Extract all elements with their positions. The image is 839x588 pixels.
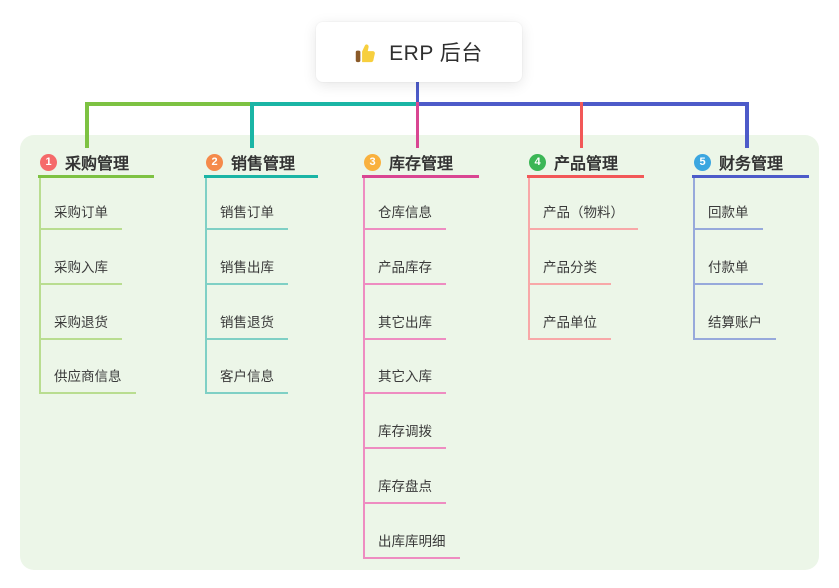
- child-node[interactable]: 产品单位: [528, 314, 611, 340]
- child-node[interactable]: 仓库信息: [363, 204, 446, 230]
- connector-segment-left: [85, 102, 252, 106]
- branch-index-badge: 1: [40, 153, 57, 171]
- branch-header[interactable]: 5 财务管理: [692, 149, 809, 178]
- branch-spine: [205, 178, 207, 394]
- branch-label: 财务管理: [719, 156, 784, 173]
- branch-header[interactable]: 4 产品管理: [527, 149, 644, 178]
- root-connector: [415, 82, 419, 103]
- child-node[interactable]: 回款单: [693, 204, 763, 230]
- branch-index-badge: 2: [206, 153, 223, 171]
- branch-drop-line: [579, 102, 583, 148]
- child-node[interactable]: 出库库明细: [363, 533, 460, 559]
- root-title: ERP 后台: [389, 42, 483, 65]
- thumbs-up-icon: [355, 41, 378, 64]
- child-node[interactable]: 产品分类: [528, 259, 611, 285]
- branch-label: 库存管理: [389, 156, 454, 173]
- branch-drop-line: [250, 102, 254, 148]
- connector-segment-middle: [251, 102, 416, 106]
- child-node[interactable]: 销售订单: [205, 204, 288, 230]
- child-node[interactable]: 产品库存: [363, 259, 446, 285]
- branch-header[interactable]: 2 销售管理: [204, 149, 318, 178]
- branch-spine: [363, 178, 365, 559]
- branch-header[interactable]: 3 库存管理: [362, 149, 479, 178]
- branch-index-badge: 5: [694, 153, 711, 171]
- branch-spine: [528, 178, 530, 340]
- child-node[interactable]: 采购订单: [39, 204, 122, 230]
- child-node[interactable]: 其它出库: [363, 314, 446, 340]
- branch-spine: [693, 178, 695, 340]
- child-node[interactable]: 库存盘点: [363, 478, 446, 504]
- root-node[interactable]: ERP 后台: [316, 22, 522, 82]
- child-node[interactable]: 销售出库: [205, 259, 288, 285]
- branch-drop-line: [415, 102, 419, 148]
- child-node[interactable]: 库存调拨: [363, 423, 446, 449]
- child-node[interactable]: 客户信息: [205, 368, 288, 394]
- branch-label: 销售管理: [231, 156, 296, 173]
- branch-header[interactable]: 1 采购管理: [38, 149, 154, 178]
- branch-spine: [39, 178, 41, 394]
- branch-index-badge: 4: [529, 153, 546, 171]
- child-node[interactable]: 付款单: [693, 259, 763, 285]
- child-node[interactable]: 采购入库: [39, 259, 122, 285]
- child-node[interactable]: 结算账户: [693, 314, 776, 340]
- child-node[interactable]: 产品（物料）: [528, 204, 638, 230]
- child-node[interactable]: 采购退货: [39, 314, 122, 340]
- branch-drop-line: [85, 102, 89, 148]
- branch-label: 产品管理: [554, 156, 619, 173]
- branches-background-panel: [20, 135, 819, 570]
- child-node[interactable]: 销售退货: [205, 314, 288, 340]
- branch-label: 采购管理: [65, 156, 130, 173]
- child-node[interactable]: 供应商信息: [39, 368, 136, 394]
- branch-index-badge: 3: [364, 153, 381, 171]
- branch-drop-line: [745, 102, 749, 148]
- child-node[interactable]: 其它入库: [363, 368, 446, 394]
